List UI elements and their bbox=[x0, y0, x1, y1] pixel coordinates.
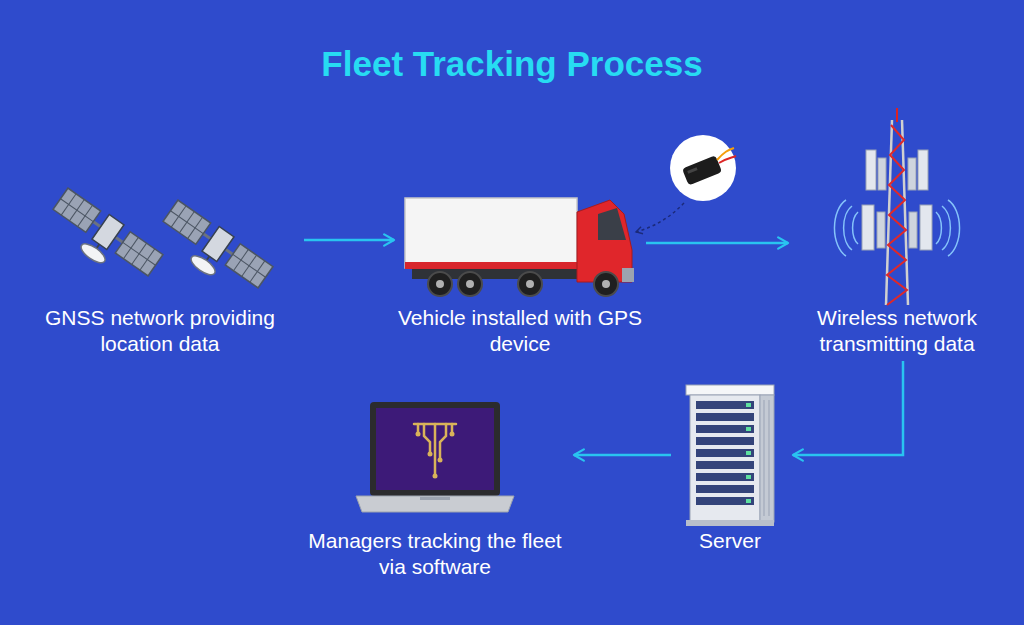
step-label: Vehicle installed with GPS device bbox=[398, 305, 642, 357]
truck-illustration bbox=[405, 198, 634, 296]
server-rack-illustration bbox=[686, 385, 774, 526]
flow-arrow bbox=[646, 242, 788, 245]
flow-arrow bbox=[304, 239, 394, 242]
process-step: Vehicle installed with GPS device bbox=[398, 190, 642, 357]
gps-device-callout bbox=[636, 135, 736, 232]
process-step: Managers tracking the fleet via software bbox=[300, 395, 570, 580]
flow-arrow bbox=[574, 454, 671, 457]
flow-arrow bbox=[793, 361, 903, 455]
laptop-illustration bbox=[356, 402, 514, 512]
step-label: Wireless network transmitting data bbox=[792, 305, 1002, 357]
satellite-icon bbox=[42, 186, 274, 303]
process-step: Server bbox=[675, 380, 785, 554]
process-step: GNSS network providing location data bbox=[20, 190, 300, 357]
cell-tower-illustration bbox=[834, 108, 959, 305]
step-label: GNSS network providing location data bbox=[20, 305, 300, 357]
diagram-title: Fleet Tracking Process bbox=[0, 42, 1024, 86]
step-label: Managers tracking the fleet via software bbox=[300, 528, 570, 580]
step-label: Server bbox=[675, 528, 785, 554]
process-step: Wireless network transmitting data bbox=[792, 115, 1002, 357]
